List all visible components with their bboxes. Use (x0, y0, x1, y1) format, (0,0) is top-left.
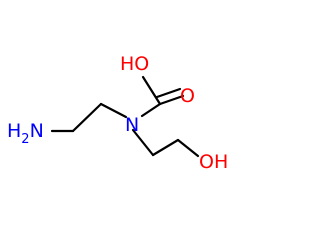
amine-n: N (30, 120, 44, 142)
bond-carbonyl-double-a (158, 94, 185, 106)
structural-formula: HO O N H2N OH (7, 53, 228, 173)
amine-subscript: 2 (21, 132, 29, 147)
bond-ch2-oh (176, 138, 200, 158)
carbonyl-oxygen-label: O (180, 85, 195, 107)
hydroxyl-carboxyl-label: HO (120, 53, 149, 75)
bond-ch2-ch2-right (151, 138, 180, 157)
amine-h: H (7, 120, 21, 142)
bond-carbonyl-double-b (155, 87, 182, 99)
bond-ch2-ch2-left (71, 102, 103, 133)
bond-n-ch2-left (99, 102, 128, 119)
bond-carboxyl-c-oh (141, 75, 162, 106)
amide-nitrogen-label: N (125, 114, 139, 136)
bond-carboxyl-c-n (140, 102, 162, 118)
bonds (50, 75, 200, 158)
bond-n-ch2-right (131, 128, 155, 157)
amine-label: H2N (7, 120, 44, 147)
terminal-hydroxyl-label: OH (199, 151, 228, 173)
